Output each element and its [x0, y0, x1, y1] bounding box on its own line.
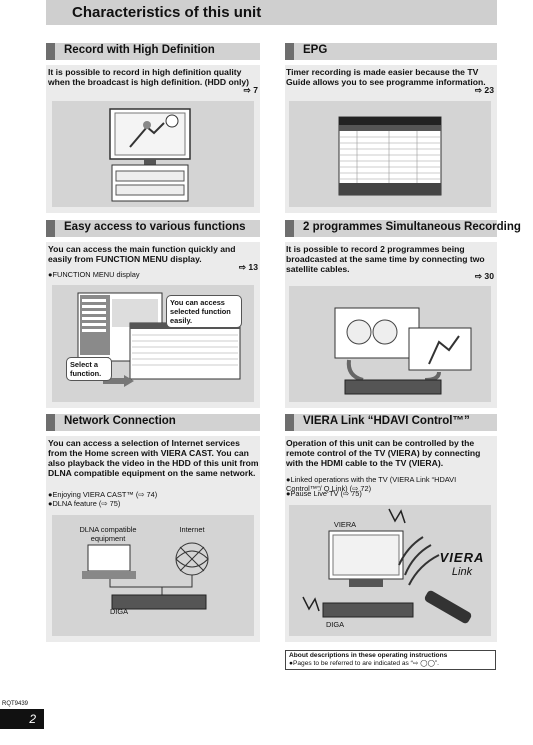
- section-title: 2 programmes Simultaneous Recording: [303, 221, 521, 233]
- section-text: You can access a selection of Internet s…: [48, 438, 259, 478]
- page-reference: ⇨ 30: [474, 271, 494, 281]
- function-menu-screens: [77, 292, 241, 387]
- section-title: Easy access to various functions: [64, 221, 246, 233]
- note-text: ●Pages to be referred to are indicated a…: [289, 660, 439, 667]
- label-viera: VIERA: [333, 520, 357, 529]
- dual-recording-drawing: [334, 307, 472, 395]
- bullet-item: ●DLNA feature (⇨ 75): [48, 499, 121, 508]
- hd-tv-drawing: [109, 108, 191, 202]
- callout-access: You can access selected function easily.: [166, 295, 242, 328]
- label-diga: DIGA: [109, 607, 129, 616]
- section-text: It is possible to record 2 programmes be…: [286, 244, 485, 274]
- page-reference: ⇨ 7: [243, 85, 258, 95]
- note-box: About descriptions in these operating in…: [285, 650, 496, 670]
- viera-logo-bottom: Link: [451, 566, 473, 578]
- epg-guide-screen: [338, 116, 442, 196]
- section-title: Record with High Definition: [64, 44, 215, 56]
- section-title: Network Connection: [64, 415, 176, 427]
- section-header-epg: EPG: [285, 43, 497, 60]
- network-drawing: [82, 542, 209, 610]
- bullet-item: ●Linked operations with the TV (VIERA Li…: [286, 475, 457, 493]
- label-internet: Internet: [179, 525, 205, 534]
- illustration-function-menu: [52, 285, 254, 402]
- label-dlna: DLNA compatible equipment: [79, 525, 137, 543]
- section-header-dual: 2 programmes Simultaneous Recording: [285, 220, 521, 237]
- label-diga: DIGA: [325, 620, 345, 629]
- section-header-network: Network Connection: [46, 414, 260, 431]
- section-header-access: Easy access to various functions: [46, 220, 260, 237]
- callout-select: Select a function.: [66, 357, 112, 381]
- illustration-epg-guide: [289, 101, 491, 207]
- illustration-dual-recording: [289, 286, 491, 402]
- illustration-hd-tv: [52, 101, 254, 207]
- section-text: It is possible to record in high definit…: [48, 67, 250, 87]
- page-number: 2: [0, 709, 44, 729]
- section-header-record: Record with High Definition: [46, 43, 260, 60]
- bullet-item: ●Pause Live TV (⇨ 75): [286, 489, 362, 498]
- page-title-bar: Characteristics of this unit: [46, 0, 497, 25]
- bullet-item: ●Enjoying VIERA CAST™ (⇨ 74): [48, 490, 158, 499]
- bullet-item: ●FUNCTION MENU display: [48, 270, 140, 279]
- page-title: Characteristics of this unit: [72, 4, 262, 21]
- section-text: Timer recording is made easier because t…: [286, 67, 486, 87]
- illustration-network: [52, 515, 254, 636]
- note-title: About descriptions in these operating in…: [289, 652, 448, 659]
- section-title: EPG: [303, 44, 328, 56]
- section-header-viera: VIERA Link “HDAVI Control™”: [285, 414, 497, 431]
- section-title: VIERA Link “HDAVI Control™”: [303, 415, 470, 427]
- viera-link-drawing: [302, 508, 472, 624]
- document-code: RQT9439: [2, 701, 29, 707]
- page-reference: ⇨ 13: [238, 262, 258, 272]
- illustration-viera-link: [289, 505, 491, 636]
- viera-logo-top: VIERA: [439, 550, 485, 565]
- page-reference: ⇨ 23: [474, 85, 494, 95]
- section-text: Operation of this unit can be controlled…: [286, 438, 481, 468]
- section-text: You can access the main function quickly…: [48, 244, 236, 264]
